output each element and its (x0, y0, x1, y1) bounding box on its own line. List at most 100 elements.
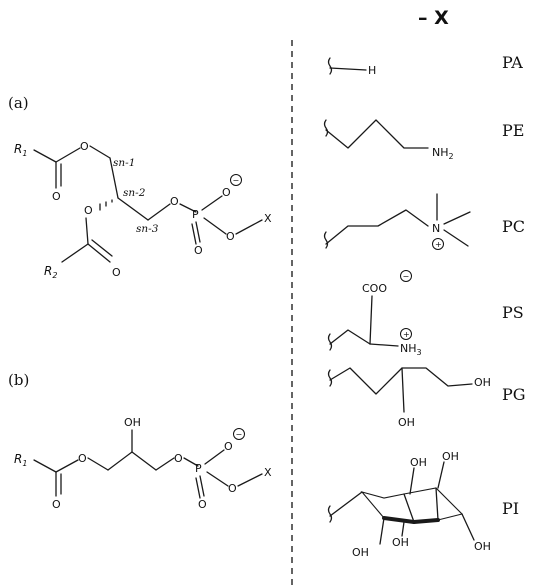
bond (33, 459, 57, 473)
phosphate-o-x-b: O (228, 482, 237, 495)
ester-o-b: O (78, 452, 87, 465)
bond (201, 195, 223, 211)
wavy-bond (327, 505, 333, 523)
svg-text:+: + (435, 240, 442, 249)
bond (403, 493, 415, 523)
headgroup-pi: OH OH OH OH OH PI (327, 450, 519, 559)
bond (369, 295, 373, 345)
bond (117, 197, 149, 221)
bond (147, 203, 171, 221)
wavy-bond (327, 369, 333, 387)
bond (33, 149, 57, 163)
bond (195, 477, 201, 499)
panel-label-a: (a) (8, 94, 29, 112)
ester-o-2: O (84, 204, 93, 217)
structure-b: (b) R1 O O OH O P O O − O X (8, 371, 272, 511)
svg-text:−: − (236, 430, 243, 439)
wavy-bond (323, 231, 329, 249)
abbr-pi: PI (502, 499, 519, 518)
bond (155, 457, 175, 471)
bond (329, 367, 473, 395)
wavy-bond (323, 119, 329, 137)
bond (237, 473, 263, 487)
bond (235, 219, 263, 235)
bond (437, 461, 445, 489)
amine-pe: NH2 (432, 146, 454, 161)
bond (55, 459, 79, 473)
nitrogen-pc: N (432, 222, 440, 235)
bond (195, 221, 201, 243)
bond (203, 217, 227, 235)
headgroup-pe: NH2 PE (323, 119, 524, 161)
bond (329, 329, 371, 345)
bond (204, 449, 225, 465)
plus-charge-ps (400, 328, 412, 340)
bond (329, 491, 363, 517)
bond (369, 343, 399, 347)
bond (199, 475, 205, 497)
carbonyl-o-1: O (52, 190, 61, 203)
phosphate-o-minus-b: O (224, 440, 233, 453)
sn3-label: sn-3 (136, 223, 159, 235)
abbr-pc: PC (502, 217, 525, 236)
minus-charge-b (233, 428, 245, 440)
phosphate-o-bridge-b: O (174, 452, 183, 465)
phosphate-o-minus: O (222, 186, 231, 199)
structure-a: (a) R1 O O sn-1 sn-2 O sn-3 O P O O (8, 94, 272, 280)
r1-label-a: R1 (14, 142, 27, 158)
hydroxyl-pi-5: OH (474, 540, 491, 553)
bond (87, 243, 111, 263)
wavy-bond (327, 57, 333, 75)
hydroxyl-pi-2: OH (442, 450, 459, 463)
bold-ring-edge (382, 516, 416, 524)
panel-label-b: (b) (8, 371, 29, 389)
bond (325, 209, 429, 245)
headgroup-pa: H PA (327, 53, 523, 77)
wavy-bond (327, 333, 333, 351)
bond (191, 223, 197, 245)
bond (91, 239, 113, 257)
sn2-label: sn-2 (123, 187, 146, 199)
r1-label-b: R1 (14, 452, 27, 468)
bond (206, 471, 229, 487)
bond (443, 229, 469, 247)
bond (107, 451, 133, 471)
bond (89, 145, 111, 159)
phosphate-o-bridge: O (170, 195, 179, 208)
bond (461, 513, 475, 541)
abbr-pe: PE (502, 121, 524, 140)
hydroxyl-b: OH (124, 416, 141, 429)
bond (401, 521, 405, 537)
hydroxyl-pg-2: OH (474, 376, 491, 389)
bond (61, 243, 89, 263)
bond (85, 217, 89, 245)
abbr-pg: PG (502, 385, 526, 404)
bold-ring-edge (412, 518, 440, 524)
bond (409, 467, 415, 495)
r2-label-a: R2 (44, 264, 57, 280)
bond (329, 67, 367, 71)
svg-text:−: − (403, 272, 410, 281)
headgroup-pg: OH OH PG (327, 367, 526, 429)
bond (325, 119, 429, 149)
svg-text:−: − (233, 176, 240, 185)
bond (55, 147, 81, 163)
hashed-wedge (99, 199, 113, 211)
bond (87, 457, 109, 471)
phosphorus-b: P (195, 462, 202, 475)
plus-charge-pc (432, 238, 444, 250)
svg-text:+: + (403, 330, 410, 339)
abbr-ps: PS (502, 303, 524, 322)
headgroup-pc: N + PC (323, 193, 525, 250)
minus-charge-a (230, 174, 242, 186)
bond (379, 517, 385, 545)
minus-charge-ps (400, 270, 412, 282)
carbonyl-o-b: O (52, 498, 61, 511)
abbr-pa: PA (502, 53, 523, 72)
phosphorus-a: P (192, 208, 199, 221)
substituent-header: – X (418, 7, 449, 29)
bond (401, 367, 405, 413)
phosphate-o-x: O (226, 230, 235, 243)
amine-ps: NH3 (400, 342, 422, 357)
